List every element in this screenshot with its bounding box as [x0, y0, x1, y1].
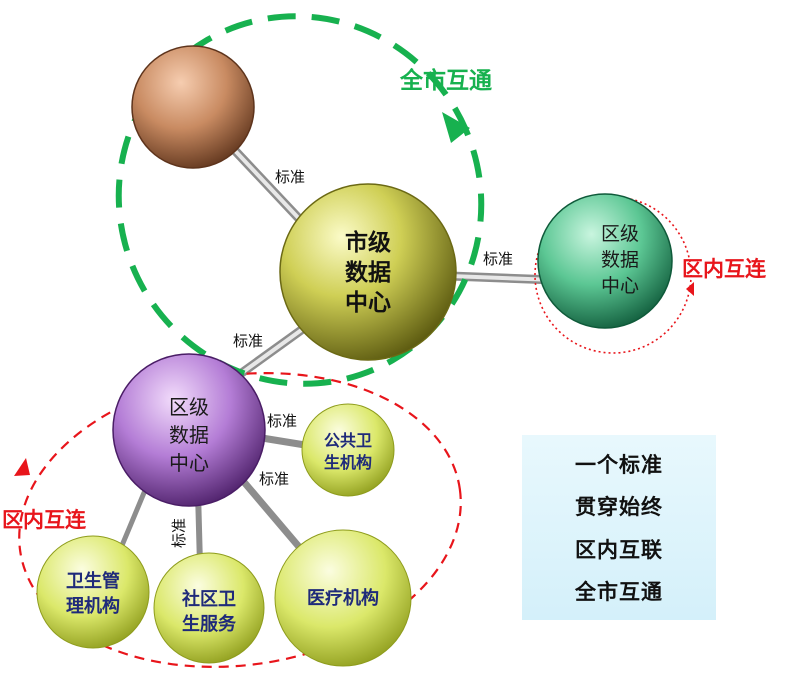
city-center-line-1: 市级: [345, 229, 391, 256]
health-admin-line-2: 理机构: [66, 595, 120, 617]
district-data-center-left: [112, 353, 266, 507]
district-right-line-3: 中心: [601, 275, 639, 297]
community-health-service: [153, 552, 265, 664]
district-left-line-3: 中心: [169, 451, 209, 475]
standard-label-1: 标准: [275, 168, 305, 186]
district-loop-left-arrowhead: [14, 458, 30, 476]
rod-city-brown-highlight: [223, 138, 307, 227]
district-connect-right-label: 区内互连: [682, 257, 767, 281]
brown-sphere: [131, 45, 255, 169]
rod-district-public: [258, 434, 309, 449]
community-line-2: 生服务: [182, 613, 237, 635]
district-data-center-right: [537, 193, 673, 329]
rod-district-admin: [115, 485, 149, 558]
community-line-1: 社区卫: [182, 588, 236, 610]
medical-label: 医疗机构: [307, 587, 379, 609]
city-center-line-2: 数据: [345, 260, 391, 286]
city-loop: [115, 13, 485, 387]
standard-label-4: 标准: [267, 412, 297, 430]
rod-district-medical: [234, 471, 304, 552]
city-center-line-3: 中心: [345, 290, 391, 316]
standard-label-2: 标准: [483, 250, 513, 268]
health-admin-line-1: 卫生管: [66, 570, 120, 592]
district-left-line-1: 区级: [169, 395, 209, 419]
standard-label-5: 标准: [259, 470, 289, 488]
summary-line-2: 贯穿始终: [575, 495, 663, 520]
public-health-line-2: 生机构: [324, 453, 372, 472]
district-connect-left-label: 区内互连: [2, 508, 87, 532]
public-health-line-1: 公共卫: [324, 431, 372, 450]
rod-city-district-right-highlight: [448, 274, 557, 282]
district-left-line-2: 数据: [169, 423, 209, 447]
standard-label-6: 标准: [170, 518, 188, 548]
public-health-org: [301, 403, 395, 497]
summary-line-1: 一个标准: [575, 453, 663, 478]
city-data-center: [279, 183, 457, 361]
medical-org: [274, 529, 412, 667]
district-loop-right-arrowhead: [686, 282, 694, 296]
summary-line-4: 全市互通: [575, 579, 663, 604]
summary-line-3: 区内互联: [575, 537, 663, 562]
district-right-line-2: 数据: [601, 249, 639, 271]
city-interconnect-label: 全市互通: [399, 67, 492, 94]
health-admin-org: [36, 535, 150, 649]
city-loop-arrowhead: [442, 112, 470, 143]
district-right-line-1: 区级: [601, 223, 639, 245]
standard-label-3: 标准: [233, 332, 263, 350]
summary-box: 一个标准 贯穿始终 区内互联 全市互通: [522, 435, 716, 620]
